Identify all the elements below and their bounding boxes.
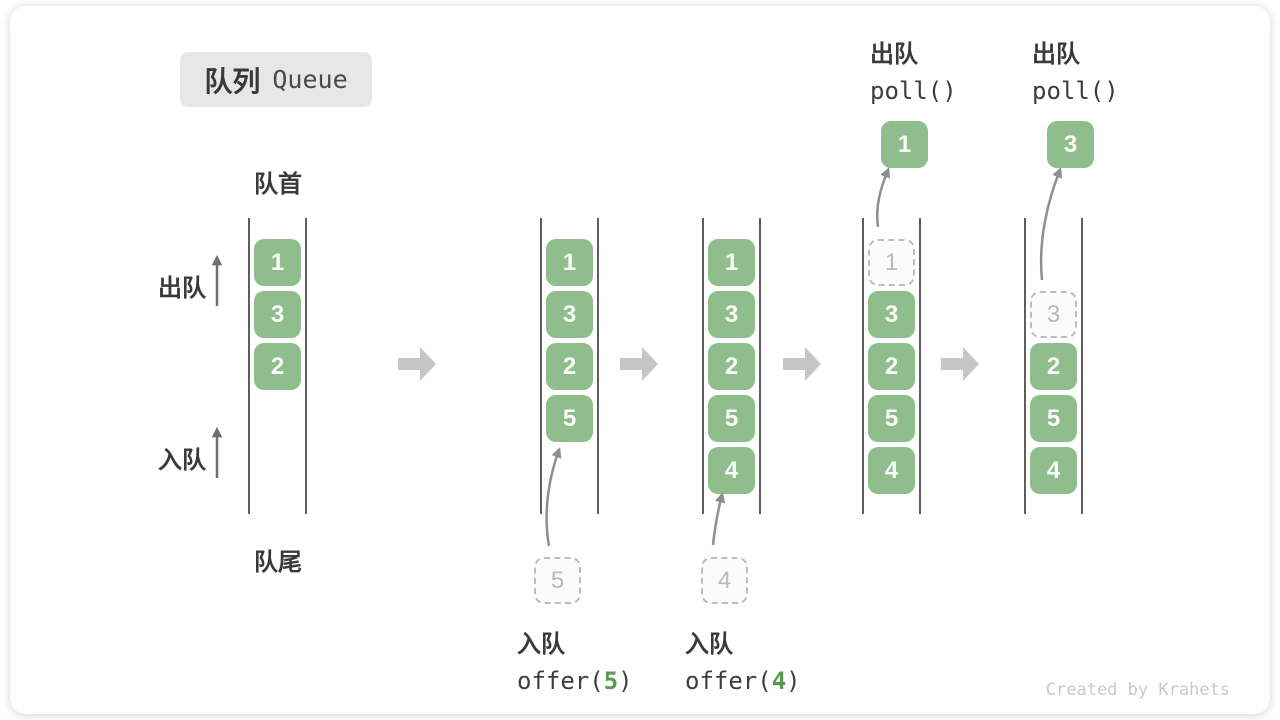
op-code-text: offer(4) bbox=[685, 667, 801, 695]
op-label-poll-1: 出队 poll() bbox=[870, 34, 957, 105]
queue-state-1: 1 3 2 bbox=[248, 218, 307, 514]
queue-cell: 2 bbox=[708, 343, 755, 390]
op-code-text: poll() bbox=[1032, 77, 1119, 105]
queue-cell: 5 bbox=[546, 395, 593, 442]
flow-arrow-icon bbox=[783, 347, 821, 381]
op-label-offer-4: 入队 offer(4) bbox=[685, 624, 801, 695]
queue-cell: 4 bbox=[708, 447, 755, 494]
op-label-offer-5: 入队 offer(5) bbox=[517, 624, 633, 695]
op-code-text: poll() bbox=[870, 77, 957, 105]
queue-cell: 2 bbox=[254, 343, 301, 390]
title-en: Queue bbox=[272, 65, 348, 94]
op-dequeue-text: 出队 bbox=[870, 41, 918, 68]
incoming-element: 4 bbox=[701, 557, 748, 604]
queue-cell: 3 bbox=[708, 291, 755, 338]
title-badge: 队列 Queue bbox=[180, 52, 372, 107]
queue-cell: 2 bbox=[1030, 343, 1077, 390]
queue-cell: 1 bbox=[254, 239, 301, 286]
outgoing-element: 1 bbox=[881, 121, 928, 168]
queue-cell: 1 bbox=[708, 239, 755, 286]
op-enqueue-text: 入队 bbox=[685, 631, 733, 658]
label-enqueue: 入队 bbox=[158, 447, 206, 474]
flow-arrow-icon bbox=[620, 347, 658, 381]
op-enqueue-text: 入队 bbox=[517, 631, 565, 658]
queue-cell: 4 bbox=[868, 447, 915, 494]
queue-cell: 3 bbox=[254, 291, 301, 338]
queue-cell: 2 bbox=[546, 343, 593, 390]
label-queue-front: 队首 bbox=[254, 171, 302, 198]
canvas-card: 队列 Queue 队首 队尾 出队 入队 1 3 2 1 3 2 5 5 入队 … bbox=[10, 6, 1270, 714]
op-dequeue-text: 出队 bbox=[1032, 41, 1080, 68]
queue-state-2: 1 3 2 5 bbox=[540, 218, 599, 514]
queue-cell: 2 bbox=[868, 343, 915, 390]
queue-cell-removed: 1 bbox=[868, 239, 915, 286]
queue-cell-removed: 3 bbox=[1030, 291, 1077, 338]
label-queue-rear: 队尾 bbox=[254, 549, 302, 576]
outgoing-element: 3 bbox=[1047, 121, 1094, 168]
queue-cell: 5 bbox=[868, 395, 915, 442]
flow-arrow-icon bbox=[941, 347, 979, 381]
incoming-element: 5 bbox=[534, 557, 581, 604]
queue-cell: 3 bbox=[546, 291, 593, 338]
queue-cell: 4 bbox=[1030, 447, 1077, 494]
op-code-text: offer(5) bbox=[517, 667, 633, 695]
title-zh: 队列 bbox=[204, 65, 261, 97]
queue-state-3: 1 3 2 5 4 bbox=[702, 218, 761, 514]
queue-cell: 3 bbox=[868, 291, 915, 338]
queue-state-4: 1 3 2 5 4 bbox=[862, 218, 921, 514]
queue-cell: 1 bbox=[546, 239, 593, 286]
queue-cell: 5 bbox=[1030, 395, 1077, 442]
queue-state-5: 3 2 5 4 bbox=[1024, 218, 1083, 514]
watermark: Created by Krahets bbox=[1045, 680, 1230, 700]
flow-arrow-icon bbox=[398, 347, 436, 381]
op-label-poll-3: 出队 poll() bbox=[1032, 34, 1119, 105]
queue-cell: 5 bbox=[708, 395, 755, 442]
label-dequeue: 出队 bbox=[158, 275, 206, 302]
